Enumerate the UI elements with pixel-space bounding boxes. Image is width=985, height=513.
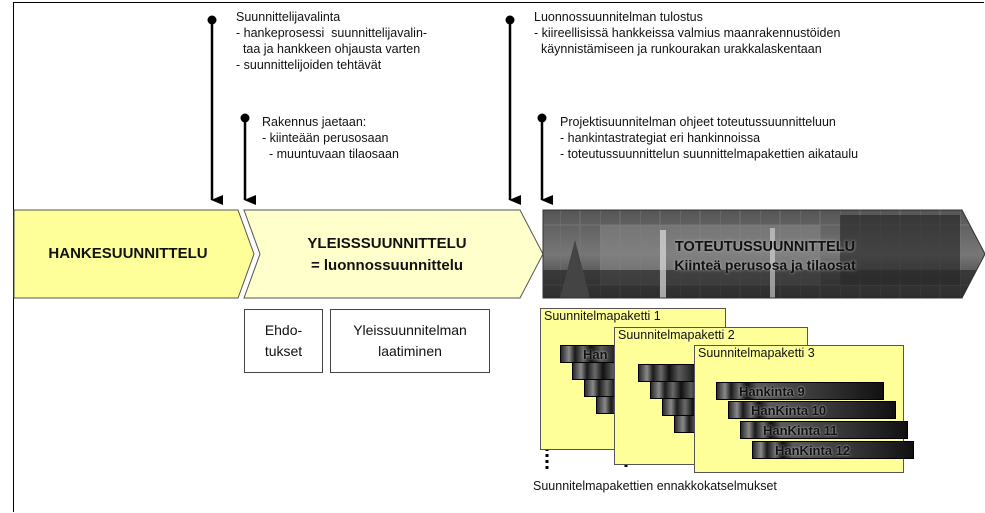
hankinta-strip-11: HanKinta 11 <box>740 421 908 439</box>
box-ehdotukset-label: Ehdo- tukset <box>264 322 303 359</box>
note-line: käynnistämiseen ja runkourakan urakkalas… <box>534 42 822 56</box>
note-line: - kiinteään perusosaan <box>262 131 389 145</box>
note-line: - hankeprosessi suunnittelijavalin- <box>236 26 428 40</box>
note-line: - toteutussuunnittelun suunnittelmapaket… <box>560 147 859 161</box>
note-building-division: Rakennus jaetaan: - kiinteään perusosaan… <box>262 114 399 162</box>
note-line: - kiireellisissä hankkeissa valmius maan… <box>534 26 841 40</box>
hankinta-strip-9: Hankinta 9 <box>716 382 884 400</box>
milestone-arrow-2 <box>240 113 256 205</box>
hankinta-strip-10: HanKinta 10 <box>728 401 896 419</box>
phase-hanke-label: HANKESUUNNITTELU <box>48 245 208 262</box>
note-line: - suunnittelijoiden tehtävät <box>236 58 382 72</box>
hankinta-label: HanKinta 12 <box>775 443 851 458</box>
hankinta-strip-12: HanKinta 12 <box>752 441 914 459</box>
phase-yleis-label-1: YLEISSSUUNNITTELU <box>307 235 467 252</box>
note-title: Suunnittelijavalinta <box>236 10 341 24</box>
milestone-arrow-1 <box>207 15 223 205</box>
package-2-strip <box>638 364 698 382</box>
hankinta-label: HanKinta 11 <box>763 423 838 438</box>
note-designer-selection: Suunnittelijavalinta - hankeprosessi suu… <box>236 9 427 73</box>
package-1-hankinta-strip: Han <box>560 345 620 363</box>
hankinta-label: Hankinta 9 <box>739 384 805 399</box>
package-2-strip <box>650 381 700 399</box>
phase-yleis-label-2: = luonnossuunnittelu <box>310 257 464 274</box>
phase-toteutus-label-2: Kiinteä perusosa ja tilaosat <box>674 257 856 273</box>
package-3-title: Suunnitelmapaketti 3 <box>698 346 815 360</box>
note-draft-output: Luonnossuunnitelman tulostus - kiireelli… <box>534 9 840 57</box>
phase-hanke-shape <box>13 209 255 299</box>
box-laatiminen-label: Yleissuunnitelman laatiminen <box>353 322 467 359</box>
hankinta-label: Han <box>583 347 608 362</box>
phase-toteutus-photo <box>543 210 985 298</box>
note-title: Projektisuunnitelman ohjeet toteutussuun… <box>560 115 836 129</box>
note-line: - muuntuvaan tilaosaan <box>262 147 399 161</box>
box-ehdotukset: Ehdo- tukset <box>244 309 323 373</box>
note-title: Luonnossuunnitelman tulostus <box>534 10 703 24</box>
package-1-title: Suunnitelmapaketti 1 <box>544 309 661 323</box>
review-caption: Suunnitelmapakettien ennakkokatselmukset <box>533 479 777 493</box>
phase-yleis-shape <box>243 209 544 299</box>
note-line: - hankintastrategiat eri hankinnoissa <box>560 131 761 145</box>
note-title: Rakennus jaetaan: <box>262 115 367 129</box>
milestone-arrow-3 <box>505 15 521 205</box>
milestone-arrow-4 <box>537 113 553 205</box>
phase-toteutus-label-1: TOTEUTUSSUUNNITTELU <box>674 239 856 255</box>
note-project-plan: Projektisuunnitelman ohjeet toteutussuun… <box>560 114 858 162</box>
package-2-title: Suunnitelmapaketti 2 <box>618 328 735 342</box>
box-yleissuunnitelman-laatiminen: Yleissuunnitelman laatiminen <box>330 309 490 373</box>
hankinta-label: HanKinta 10 <box>751 403 827 418</box>
note-line: taa ja hankkeen ohjausta varten <box>236 42 421 56</box>
